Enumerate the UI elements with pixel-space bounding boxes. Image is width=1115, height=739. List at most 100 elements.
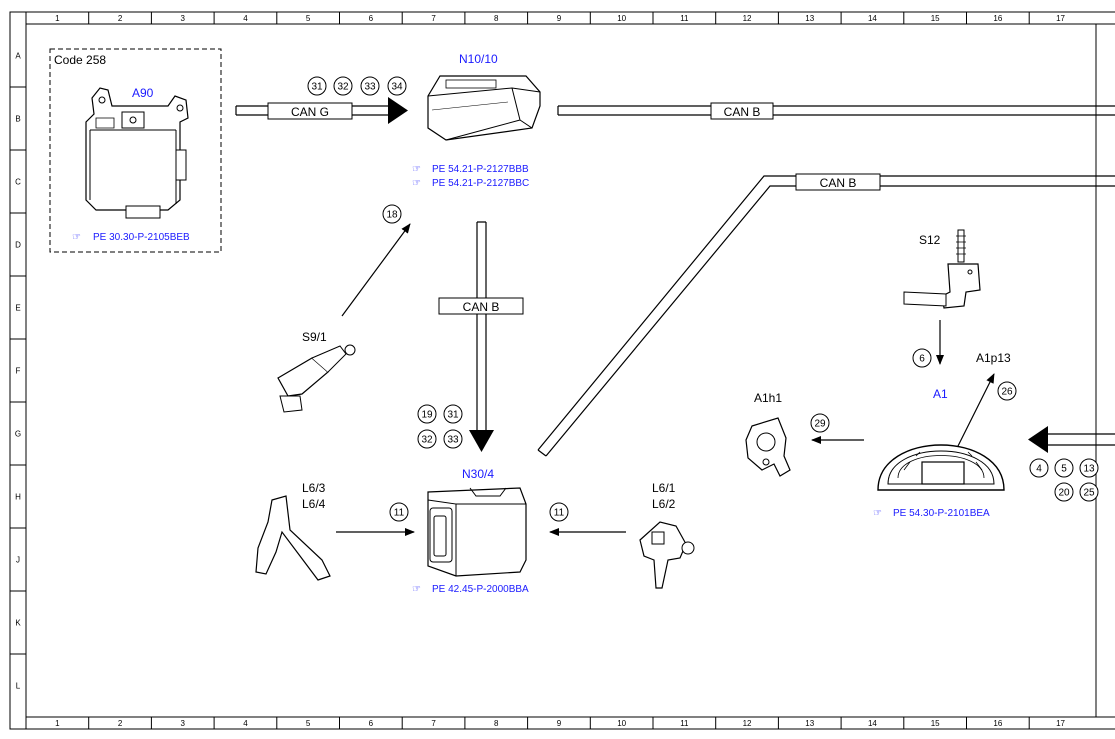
a1h1-component[interactable]: A1h1 — [745, 391, 791, 477]
can-g-label: CAN G — [291, 105, 329, 119]
signal-circle — [1079, 482, 1099, 502]
s91-label: S9/1 — [302, 330, 327, 344]
svg-text:☞: ☞ — [412, 164, 421, 175]
grid-row-label: F — [16, 367, 21, 376]
l61-label1: L6/1 — [652, 481, 676, 495]
signal-number: 6 — [919, 354, 925, 365]
l61-label2: L6/2 — [652, 497, 676, 511]
signal-number: 4 — [1036, 464, 1042, 475]
grid-row-label: J — [16, 556, 20, 565]
grid-column-label: 9 — [557, 719, 562, 728]
a1p13-label: A1p13 — [976, 351, 1011, 365]
signal-circle — [810, 413, 830, 433]
a1-input-bus[interactable] — [1028, 426, 1115, 453]
a90-component[interactable]: A90 ☞ PE 30.30-P-2105BEB — [72, 86, 190, 243]
signal-number: 29 — [814, 419, 826, 430]
l63-label2: L6/4 — [302, 497, 326, 511]
grid-column-label: 7 — [431, 719, 436, 728]
signal-number: 13 — [1083, 464, 1095, 475]
a1p13-indicator[interactable]: A1p13 — [949, 351, 1011, 463]
l63-label1: L6/3 — [302, 481, 326, 495]
signal-circle — [360, 76, 380, 96]
signal-number: 33 — [364, 82, 376, 93]
s12-signal: 6 — [912, 348, 932, 368]
grid-column-label: 5 — [306, 14, 311, 23]
can-b-top-bus[interactable]: CAN B — [557, 102, 1115, 120]
a1-ref: PE 54.30-P-2101BEA — [893, 508, 990, 519]
signal-circle — [443, 429, 463, 449]
l6-3-component[interactable]: L6/3 L6/4 — [255, 481, 415, 581]
grid-column-label: 5 — [306, 719, 311, 728]
grid-row-label: G — [15, 430, 21, 439]
can-g-bus[interactable]: CAN G — [235, 97, 408, 124]
can-g-signals: 31 32 33 34 — [307, 76, 407, 96]
svg-text:☞: ☞ — [412, 584, 421, 595]
grid-column-label: 4 — [243, 14, 248, 23]
n10-ref1: PE 54.21-P-2127BBB — [432, 164, 529, 175]
grid-column-label: 17 — [1056, 14, 1065, 23]
grid-column-label: 9 — [557, 14, 562, 23]
s12-component[interactable]: S12 — [903, 229, 981, 365]
grid-column-label: 4 — [243, 719, 248, 728]
grid-column-label: 16 — [993, 14, 1002, 23]
signal-number: 31 — [311, 82, 323, 93]
grid-column-label: 6 — [369, 719, 374, 728]
signal-circle — [443, 404, 463, 424]
grid-row-label: B — [15, 115, 20, 124]
grid-row-label: D — [15, 241, 21, 250]
s91-signal: 18 — [382, 204, 402, 224]
n30-label: N30/4 — [462, 467, 494, 481]
grid-column-label: 8 — [494, 14, 499, 23]
signal-circle — [333, 76, 353, 96]
n10-ref2: PE 54.21-P-2127BBC — [432, 178, 529, 189]
signal-circle — [912, 348, 932, 368]
n30-ref: PE 42.45-P-2000BBA — [432, 584, 529, 595]
signal-circle — [382, 204, 402, 224]
can-b-top-label: CAN B — [724, 105, 761, 119]
grid-column-label: 1 — [55, 14, 60, 23]
a90-label: A90 — [132, 86, 154, 100]
svg-text:☞: ☞ — [412, 178, 421, 189]
can-b-diagonal-bus[interactable]: CAN B — [537, 173, 1115, 457]
a90-ref-text: PE 30.30-P-2105BEB — [93, 232, 190, 243]
grid-column-label: 8 — [494, 719, 499, 728]
grid-column-label: 3 — [181, 719, 186, 728]
grid-column-label: 7 — [431, 14, 436, 23]
l6-1-component[interactable]: L6/1 L6/2 — [549, 481, 695, 589]
signal-number: 34 — [391, 82, 403, 93]
signal-circle — [387, 76, 407, 96]
grid-column-label: 10 — [617, 719, 626, 728]
grid-column-label: 17 — [1056, 719, 1065, 728]
grid-column-label: 11 — [680, 14, 689, 23]
signal-circle — [1054, 482, 1074, 502]
n10-10-component[interactable]: N10/10 ☞ PE 54.21-P-2127BBB ☞ PE 54.21-P… — [412, 52, 541, 189]
n30-4-component[interactable]: N30/4 ☞ PE 42.45-P-2000BBA — [412, 467, 529, 595]
a1-instrument-cluster[interactable]: A1 ☞ PE 54.30-P-2101BEA — [811, 387, 1005, 519]
signal-number: 31 — [447, 410, 459, 421]
grid-row-label: L — [16, 682, 21, 691]
can-b-vertical-bus[interactable]: CAN B — [438, 221, 524, 452]
signal-circle — [417, 429, 437, 449]
signal-number: 11 — [554, 508, 565, 519]
signal-circle — [997, 381, 1017, 401]
s12-label: S12 — [919, 233, 941, 247]
grid-column-label: 14 — [868, 719, 877, 728]
grid-column-label: 15 — [931, 719, 940, 728]
s9-1-component[interactable]: S9/1 — [277, 223, 411, 413]
code-258-label: Code 258 — [54, 53, 106, 67]
a90-ref: ☞ — [72, 232, 81, 243]
a1-label: A1 — [933, 387, 948, 401]
grid-column-label: 11 — [680, 719, 689, 728]
can-b-diag-label: CAN B — [820, 176, 857, 190]
signal-number: 26 — [1001, 387, 1013, 398]
can-b-vertical-label: CAN B — [463, 300, 500, 314]
code-258-box: Code 258 — [49, 48, 222, 253]
grid-column-label: 12 — [743, 719, 752, 728]
signal-number: 32 — [337, 82, 349, 93]
signal-circle — [1029, 458, 1049, 478]
grid-column-label: 1 — [55, 719, 60, 728]
